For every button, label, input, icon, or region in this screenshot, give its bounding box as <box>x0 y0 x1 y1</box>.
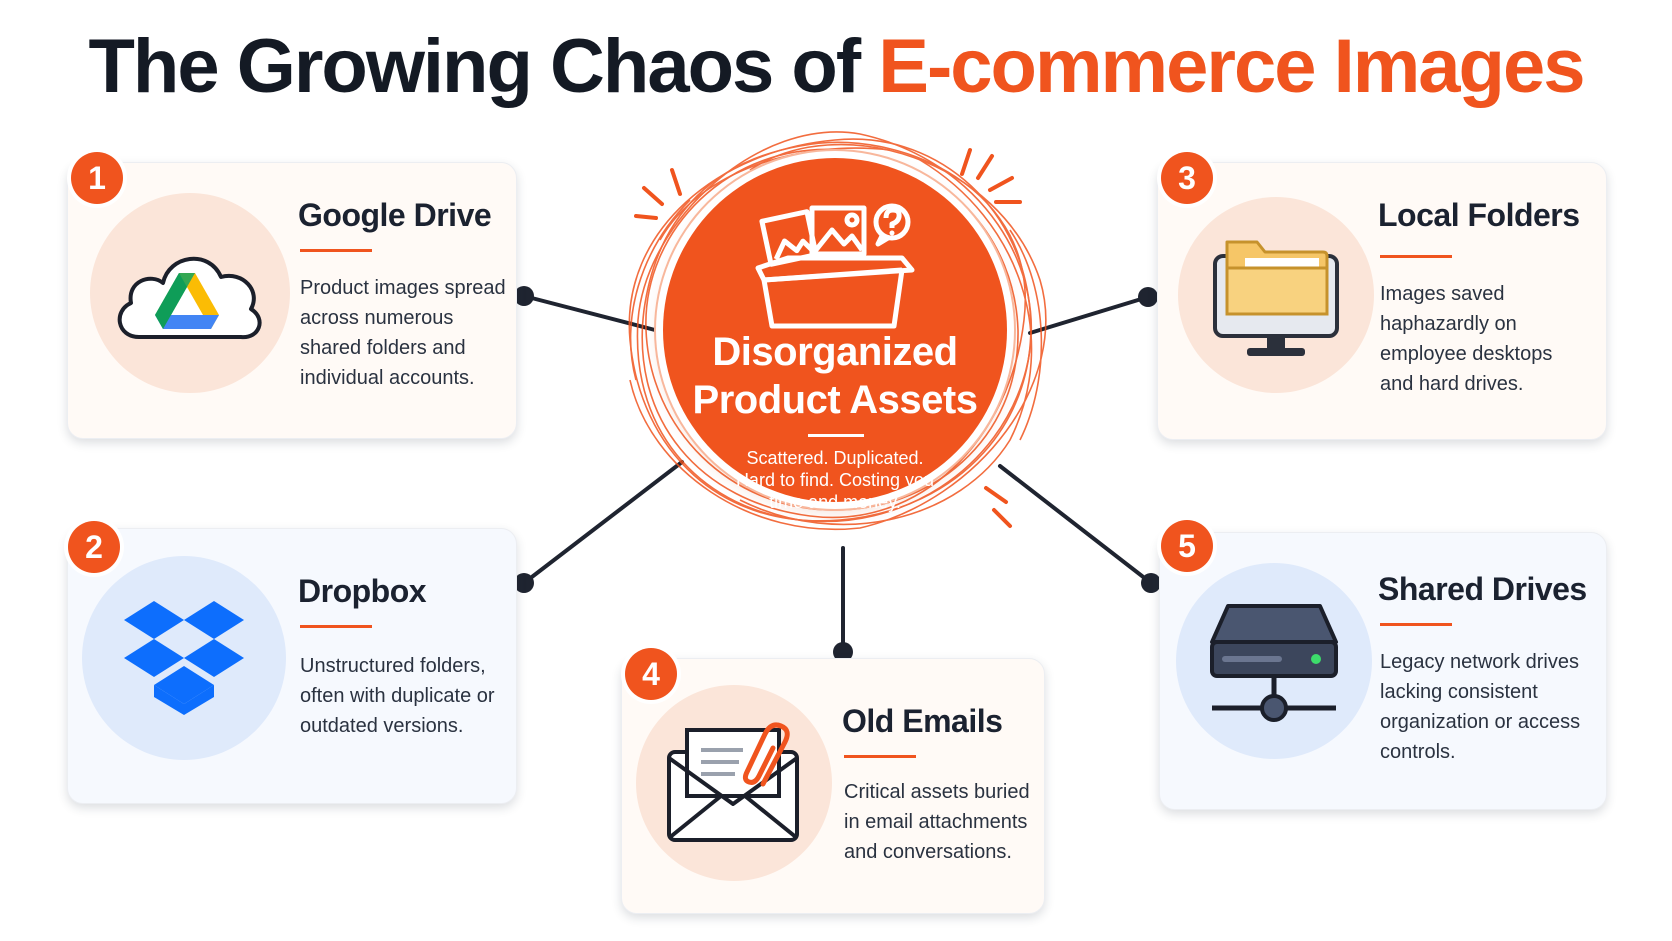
title-underline <box>844 755 916 758</box>
card-description: Images saved haphazardly on employee des… <box>1380 283 1553 395</box>
chaos-scribble <box>628 131 1047 531</box>
network-drive-icon <box>1210 604 1338 722</box>
badge-1: 1 <box>71 152 123 204</box>
hub-underline <box>808 434 864 437</box>
card-title: Shared Drives <box>1378 571 1587 607</box>
google-drive-cloud-icon <box>117 256 262 340</box>
badge-2: 2 <box>68 521 120 573</box>
desktop-folder-icon <box>1213 240 1339 356</box>
card-title: Old Emails <box>842 703 1003 739</box>
card-description: Product images spread across numerous sh… <box>300 277 506 389</box>
connector-dropbox <box>522 460 684 585</box>
icon-circle <box>1176 563 1372 759</box>
hub-title-line1: Disorganized <box>712 330 958 374</box>
card-local-folders: Local Folders Images saved haphazardly o… <box>1157 162 1607 440</box>
card-google-drive: Google Drive Product images spread acros… <box>67 162 517 439</box>
title-underline <box>300 249 372 252</box>
connector-shared-drives <box>998 464 1153 585</box>
connector-dot <box>514 286 534 306</box>
badge-5: 5 <box>1161 520 1213 572</box>
icon-circle <box>82 556 286 760</box>
card-description: Legacy network drives lacking consistent… <box>1380 651 1581 763</box>
title-accent: E-commerce Images <box>878 24 1585 109</box>
connector-dot <box>1138 287 1158 307</box>
card-shared-drives: Shared Drives Legacy network drives lack… <box>1159 532 1607 810</box>
card-old-emails: Old Emails Critical assets buried in ema… <box>621 658 1045 914</box>
email-attachment-icon <box>667 722 799 842</box>
connector-dot <box>833 642 853 662</box>
title-underline <box>1380 623 1452 626</box>
title-underline <box>1380 255 1452 258</box>
card-title: Dropbox <box>298 573 427 609</box>
card-title: Local Folders <box>1378 197 1580 233</box>
icon-circle <box>636 685 832 881</box>
icon-circle <box>1178 197 1374 393</box>
card-dropbox: Dropbox Unstructured folders, often with… <box>67 528 517 804</box>
badge-3: 3 <box>1161 152 1213 204</box>
title-underline <box>300 625 372 628</box>
connector-google-drive <box>522 294 657 332</box>
burst-marks-left <box>634 168 682 220</box>
connector-dot <box>1141 573 1161 593</box>
burst-marks-bottom <box>984 486 1012 528</box>
title-text: The Growing Chaos of <box>88 24 879 109</box>
page-title: The Growing Chaos of E-commerce Images <box>0 22 1672 112</box>
card-description: Unstructured folders, often with duplica… <box>300 655 495 737</box>
connector-local-folders <box>1028 295 1150 335</box>
burst-marks-right <box>960 148 1022 204</box>
icon-circle <box>90 193 290 393</box>
card-title: Google Drive <box>298 197 492 233</box>
card-description: Critical assets buried in email attachme… <box>844 781 1030 863</box>
connector-dot <box>514 573 534 593</box>
badge-4: 4 <box>625 648 677 700</box>
dropbox-icon <box>124 601 244 715</box>
hub-title-line2: Product Assets <box>692 378 978 422</box>
scattered-images-box-icon <box>755 203 915 329</box>
hub-circle <box>663 158 1007 502</box>
hub-subtitle: Scattered. Duplicated. Hard to find. Cos… <box>735 448 935 512</box>
